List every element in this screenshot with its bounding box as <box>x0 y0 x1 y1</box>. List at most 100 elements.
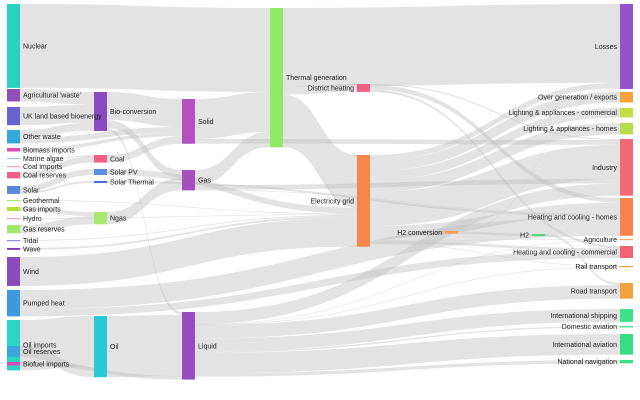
link-agri_waste-to-bio_conversion <box>20 89 94 105</box>
link-liquid-to-intl_aviation <box>195 334 620 374</box>
link-h2-to-road <box>545 234 620 286</box>
node-label-lighting_homes: Lighting & appliances - homes <box>523 126 617 133</box>
link-thermal_gen-to-losses <box>283 4 620 87</box>
node-label-oil: Oil <box>110 344 119 351</box>
node-coal_imports <box>7 166 20 168</box>
node-wind <box>7 257 20 286</box>
node-label-uk_bio: UK land based bioenergy <box>23 114 102 121</box>
node-over_gen <box>620 92 633 103</box>
node-intl_shipping <box>620 309 633 322</box>
node-label-national_navigation: National navigation <box>557 359 617 366</box>
link-liquid-to-agriculture <box>195 239 620 325</box>
node-agriculture <box>620 239 633 241</box>
node-oil_reserves <box>7 346 20 357</box>
link-electricity_grid-to-heating_comm <box>370 240 620 251</box>
node-lighting_homes <box>620 123 633 135</box>
link-liquid-to-national_navigation <box>195 360 620 377</box>
node-label-intl_aviation: International aviation <box>552 342 617 349</box>
node-oil <box>94 316 107 378</box>
link-pumped_heat-to-heating_comm <box>20 250 620 317</box>
node-solar_thermal <box>94 181 107 183</box>
node-lighting_comm <box>620 108 633 118</box>
link-other_waste-to-bio_conversion <box>20 122 94 138</box>
link-liquid-to-domestic_aviation <box>195 326 620 353</box>
link-electricity_grid-to-heating_homes <box>370 202 620 238</box>
link-oil_reserves-to-oil <box>20 346 94 378</box>
node-industry <box>620 139 633 196</box>
node-wave <box>7 248 20 250</box>
node-district_heating <box>357 84 370 92</box>
link-coal_imports-to-coal <box>20 155 94 168</box>
node-oil_imports <box>7 320 20 371</box>
node-solar_pv <box>94 169 107 175</box>
node-label-gas_imports: Gas imports <box>23 207 61 214</box>
link-gas_reserves-to-ngas <box>20 216 94 234</box>
link-solar_pv-to-electricity_grid <box>107 169 357 214</box>
link-district_heating-to-industry <box>370 84 620 141</box>
node-ngas <box>94 212 107 225</box>
node-gas <box>182 170 195 191</box>
node-label-solar: Solar <box>23 187 40 194</box>
node-agri_waste <box>7 89 20 102</box>
node-heating_comm <box>620 246 633 259</box>
link-ngas-to-gas <box>107 178 182 225</box>
link-pumped_heat-to-heating_homes <box>20 216 620 310</box>
node-label-solar_thermal: Solar Thermal <box>110 179 154 186</box>
link-solid-to-industry <box>195 139 620 145</box>
link-hydro-to-electricity_grid <box>20 214 357 219</box>
node-h2 <box>532 234 545 237</box>
nodes-layer <box>7 4 633 380</box>
link-liquid-to-rail <box>195 266 620 326</box>
link-bio_conversion-to-liquid <box>107 128 182 315</box>
node-label-h2: H2 <box>520 233 529 240</box>
node-label-biofuel_imports: Biofuel imports <box>23 361 70 368</box>
node-label-wind: Wind <box>23 269 39 276</box>
link-marine_algae-to-bio_conversion <box>20 130 94 159</box>
node-label-road: Road transport <box>571 288 617 295</box>
node-hydro <box>7 218 20 220</box>
link-coal-to-solid <box>107 136 182 163</box>
link-electricity_grid-to-losses <box>370 82 620 161</box>
link-biomass_imports-to-solid <box>20 132 182 152</box>
node-label-ngas: Ngas <box>110 216 127 223</box>
link-thermal_gen-to-electricity_grid <box>283 94 357 208</box>
node-label-geothermal: Geothermal <box>23 198 60 205</box>
node-label-hydro: Hydro <box>23 216 42 223</box>
node-label-wave: Wave <box>23 246 41 253</box>
link-electricity_grid-to-industry <box>370 144 620 227</box>
node-pumped_heat <box>7 290 20 317</box>
link-bio_conversion-to-solid <box>107 92 182 128</box>
node-label-oil_reserves: Oil reserves <box>23 349 61 356</box>
link-liquid-to-intl_shipping <box>195 309 620 352</box>
node-label-other_waste: Other waste <box>23 134 61 141</box>
node-label-thermal_gen: Thermal generation <box>286 75 347 82</box>
link-district_heating-to-heating_homes <box>370 85 620 203</box>
node-coal_reserves <box>7 172 20 179</box>
node-gas_imports <box>7 207 20 212</box>
node-label-liquid: Liquid <box>198 343 217 350</box>
node-intl_aviation <box>620 334 633 355</box>
link-electricity_grid-to-over_gen <box>370 92 620 172</box>
node-label-coal_reserves: Coal reserves <box>23 173 67 180</box>
node-road <box>620 283 633 299</box>
node-label-agri_waste: Agricultural 'waste' <box>23 93 81 100</box>
node-geothermal <box>7 200 20 202</box>
node-label-solar_pv: Solar PV <box>110 169 138 176</box>
node-bio_conversion <box>94 92 107 131</box>
node-label-tidal: Tidal <box>23 238 38 245</box>
link-other_waste-to-solid <box>20 127 182 144</box>
link-electricity_grid-to-lighting_homes <box>370 123 620 192</box>
link-solar-to-solar_pv <box>20 169 94 192</box>
link-liquid-to-road <box>195 285 620 339</box>
link-nuclear-to-thermal_gen <box>20 4 270 92</box>
node-label-intl_shipping: International shipping <box>550 313 617 320</box>
link-district_heating-to-heating_comm <box>370 89 620 249</box>
link-gas-to-thermal_gen <box>195 131 270 186</box>
link-bio_conversion-to-gas <box>107 120 182 179</box>
link-geothermal-to-electricity_grid <box>20 200 357 215</box>
node-electricity_grid <box>357 155 370 247</box>
node-label-biomass_imports: Biomass imports <box>23 147 75 154</box>
link-wave-to-electricity_grid <box>20 215 357 250</box>
